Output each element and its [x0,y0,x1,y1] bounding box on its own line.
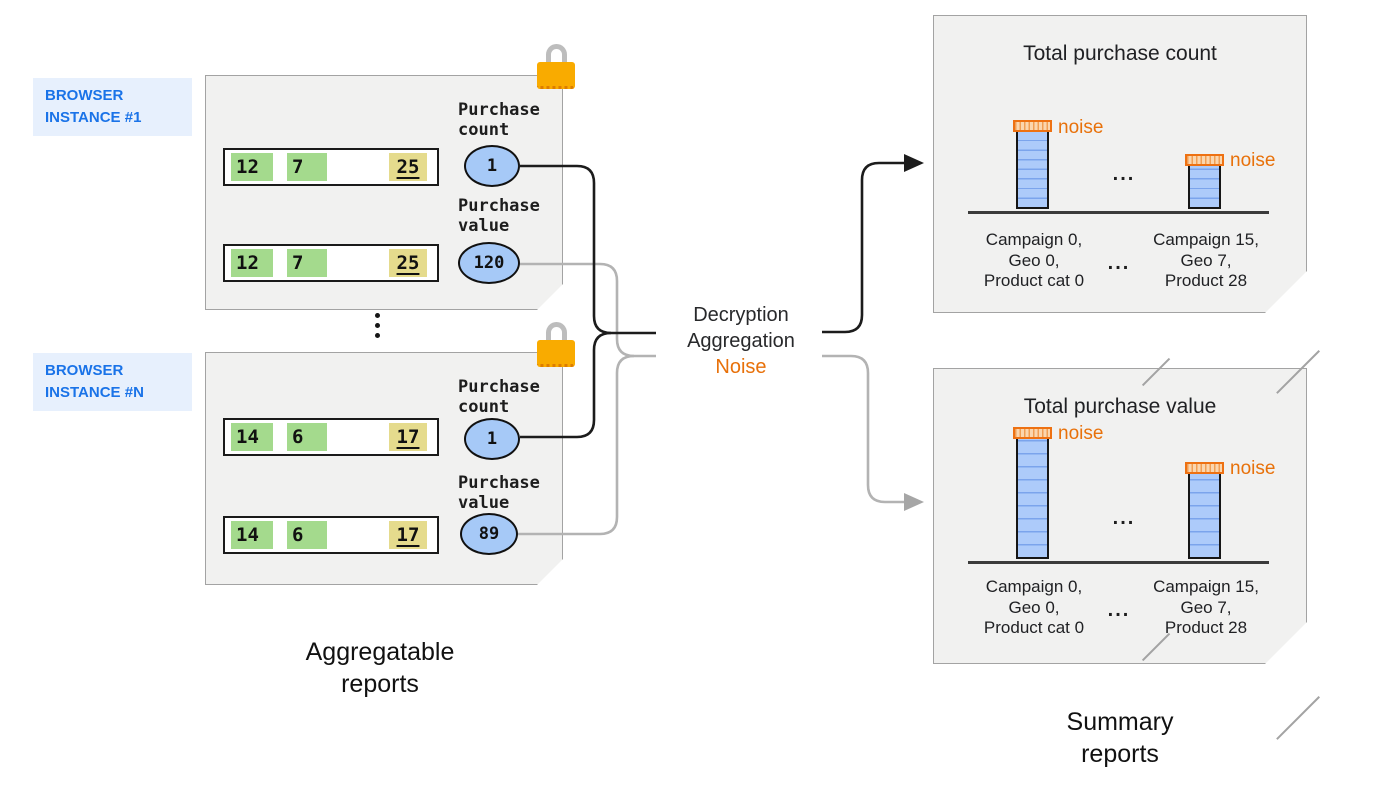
lock-icon [537,44,575,89]
card-corner-fold [1276,696,1320,740]
process-noise: Noise [715,356,767,378]
bar-value [1016,439,1049,559]
x-axis-label: Campaign 15, Geo 7, Product 28 [1153,230,1259,290]
purchase-count-pill: 1 [464,145,520,187]
noise-annotation: noise [1058,423,1104,444]
report-n-row-2: 14 6 17 [223,516,439,554]
summary-value-title: Total purchase value [1023,395,1217,418]
data-chip: 7 [287,249,327,277]
x-axis-label: Campaign 0, Geo 0, Product cat 0 [983,230,1085,290]
bar-campaign15 [1185,154,1224,209]
bars-ellipsis: ... [1112,163,1136,185]
purchase-value-label: Purchase value [458,473,540,513]
purchase-value-pill: 120 [458,242,520,284]
purchase-count-label: Purchase count [458,377,540,417]
bar-campaign15 [1185,462,1224,559]
lock-shackle [545,44,567,63]
aggregatable-report-1: 12 7 25 12 7 25 Purchase count 1 Purchas… [205,75,563,310]
browser-instance-1-label: BROWSER INSTANCE #1 [33,78,192,136]
lock-body [537,62,575,89]
process-aggregation: Aggregation [687,330,795,352]
data-chip: 14 [231,521,273,549]
summary-count-title: Total purchase count [1023,42,1217,65]
data-chip: 6 [287,423,327,451]
data-chip: 12 [231,153,273,181]
noise-cap [1013,120,1052,132]
bar-value [1188,166,1221,209]
noise-cap [1185,462,1224,474]
data-chip: 6 [287,521,327,549]
lock-body [537,340,575,367]
purchase-value-label: Purchase value [458,196,540,236]
data-chip-highlight: 25 [389,249,427,277]
aggregatable-report-n: 14 6 17 14 6 17 Purchase count 1 Purchas… [205,352,563,585]
black-arrowhead-icon [904,154,924,172]
process-decryption: Decryption [693,304,789,326]
count-flow-lines [518,161,906,439]
gray-arrowhead-icon [904,493,924,511]
bar-value [1188,474,1221,559]
purchase-value-pill: 89 [460,513,518,555]
data-chip-highlight: 25 [389,153,427,181]
lock-icon [537,322,575,367]
report-1-row-2: 12 7 25 [223,244,439,282]
x-axis-label: Campaign 0, Geo 0, Product cat 0 [983,577,1085,637]
summary-report-count: Total purchase count noise noise ... Cam… [933,15,1307,313]
noise-cap [1013,427,1052,439]
chart-axis [968,211,1269,214]
noise-cap [1185,154,1224,166]
noise-annotation: noise [1058,117,1104,138]
x-labels-ellipsis: ... [1107,252,1131,274]
vertical-ellipsis-icon [375,313,380,338]
bar-campaign0 [1013,427,1052,559]
data-chip: 7 [287,153,327,181]
bars-ellipsis: ... [1112,507,1136,529]
summary-report-value: Total purchase value noise noise ... Cam… [933,368,1307,664]
report-n-row-1: 14 6 17 [223,418,439,456]
lock-shackle [545,322,567,341]
x-axis-label: Campaign 15, Geo 7, Product 28 [1153,577,1259,637]
data-chip: 12 [231,249,273,277]
noise-annotation: noise [1230,150,1276,171]
report-1-row-1: 12 7 25 [223,148,439,186]
aggregatable-reports-caption: Aggregatable reports [305,638,455,698]
bar-campaign0 [1013,120,1052,209]
browser-instance-n-label: BROWSER INSTANCE #N [33,353,192,411]
bar-value [1016,132,1049,209]
purchase-count-pill: 1 [464,418,520,460]
x-labels-ellipsis: ... [1107,599,1131,621]
summary-reports-caption: Summary reports [1066,708,1174,768]
noise-annotation: noise [1230,458,1276,479]
purchase-count-label: Purchase count [458,100,540,140]
chart-axis [968,561,1269,564]
data-chip: 14 [231,423,273,451]
process-steps: Decryption Aggregation Noise [640,302,842,380]
data-chip-highlight: 17 [389,423,427,451]
data-chip-highlight: 17 [389,521,427,549]
